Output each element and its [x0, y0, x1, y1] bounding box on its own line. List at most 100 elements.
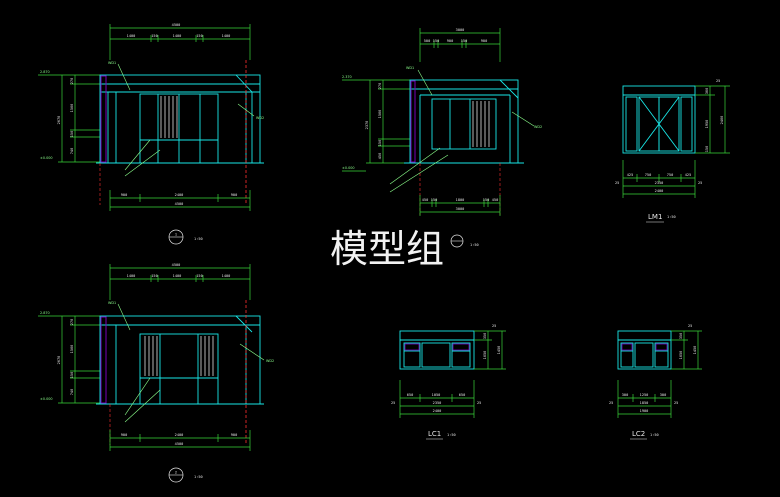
elevation-a-tag-wd2: WD2 — [256, 116, 264, 120]
elevation-a-tag-wd1: WD1 — [108, 61, 116, 65]
elevation-b-height-3: 150 — [378, 140, 382, 147]
elevation-b-height-1: 270 — [378, 83, 382, 90]
lc1-height-2: 1050 — [483, 351, 487, 360]
lc1-seg-2: 1050 — [432, 393, 441, 397]
lc1-title: LC1 — [428, 430, 441, 438]
elevation-a-top-dimensions — [109, 24, 251, 60]
lm1-outline — [622, 85, 696, 154]
lm1-seg-2: 750 — [645, 173, 652, 177]
lm1-edge-left: 25 — [615, 181, 619, 185]
elevation-c-seg-top-3: 1400 — [173, 274, 182, 278]
watermark-bubble — [450, 234, 464, 248]
elevation-c-tag-wd1: WD1 — [108, 301, 116, 305]
elevation-b-top-dimensions — [419, 28, 501, 62]
lc1-scale: 1:50 — [447, 433, 456, 437]
elevation-a-height-2: 1500 — [70, 104, 74, 113]
lc1-edge-right: 25 — [477, 401, 481, 405]
elevation-c-tag-wd2: WD2 — [266, 359, 274, 363]
elevation-c-total-height: 2670 — [57, 356, 61, 365]
elevation-c-bottom-dimensions — [109, 430, 251, 451]
lm1-inner-total: 2350 — [655, 181, 664, 185]
elevation-b-mark-ground: ±0.000 — [342, 166, 355, 170]
elevation-a-mark-ground: ±0.000 — [40, 156, 53, 160]
elevation-b-seg-bottom-1: 450 — [422, 198, 429, 202]
lm1-height-2: 1950 — [705, 120, 709, 129]
elevation-c-leaders — [117, 303, 265, 423]
lc2-seg-2: 1250 — [640, 393, 649, 397]
lc2-edge-left: 25 — [609, 401, 613, 405]
elevation-b-overall-top: 3000 — [456, 28, 465, 32]
elevation-b-purple-frame — [410, 80, 416, 163]
elevation-b-left-dimensions — [342, 79, 410, 172]
lm1-overall: 2400 — [655, 189, 664, 193]
lc2-edge-right: 25 — [674, 401, 678, 405]
lc2-seg-3: 300 — [660, 393, 667, 397]
elevation-c-height-3: 150 — [70, 372, 74, 379]
lc1-inner-total: 2350 — [433, 401, 442, 405]
lm1-total-height: 2400 — [720, 116, 724, 125]
elevation-c-mark-top: 2.870 — [40, 311, 50, 315]
lc1-elevation: 350 1050 1450 25 650 1050 650 2350 2400 … — [391, 324, 506, 440]
elevation-a-left-dimensions — [38, 74, 100, 163]
lc2-edge-top: 25 — [688, 324, 692, 328]
watermark: 模型组 — [330, 227, 444, 271]
elevation-a-total-height: 2670 — [57, 116, 61, 125]
elevation-c-scale: 1:50 — [194, 475, 203, 479]
lc1-seg-3: 650 — [459, 393, 466, 397]
lc1-outline — [399, 330, 475, 370]
elevation-c-height-1: 270 — [70, 319, 74, 326]
elevation-c-seg-top-1: 1400 — [127, 274, 136, 278]
elevation-c-seg-top-2: 150 — [151, 274, 158, 278]
elevation-a-height-1: 270 — [70, 78, 74, 85]
lc2-scale: 1:50 — [650, 433, 659, 437]
elevation-a-seg-top-2: 150 — [151, 34, 158, 38]
lm1-seg-1: 425 — [627, 173, 634, 177]
elevation-b-seg-bottom-3: 1800 — [456, 198, 465, 202]
elevation-b-louver — [470, 101, 492, 147]
lc1-seg-1: 650 — [407, 393, 414, 397]
lm1-elevation: 300 1950 150 2400 25 425 750 750 425 235… — [615, 79, 730, 223]
elevation-a-seg-bottom-1: 900 — [121, 193, 128, 197]
elevation-b-overall-bottom: 3000 — [456, 207, 465, 211]
elevation-a-purple-frame — [100, 75, 107, 163]
elevation-c-top-dimensions — [109, 264, 251, 300]
elevation-b-tag-wd2: WD2 — [534, 125, 542, 129]
elevation-a-seg-bottom-3: 900 — [231, 193, 238, 197]
elevation-c-height-4: 740 — [70, 389, 74, 396]
elevation-c-mark-ground: ±0.000 — [40, 397, 53, 401]
elevation-a-seg-top-1: 1400 — [127, 34, 136, 38]
elevation-a-seg-top-4: 150 — [196, 34, 203, 38]
watermark-scale: 1:50 — [470, 243, 479, 247]
elevation-c-section-no: 2 — [175, 471, 177, 475]
elevation-b-tag-wd1: WD1 — [406, 66, 414, 70]
elevation-b-seg-bottom-2: 150 — [431, 198, 438, 202]
elevation-b-total-height: 2370 — [365, 121, 369, 130]
elevation-b-seg-bottom-4: 150 — [483, 198, 490, 202]
lc1-overall: 2400 — [433, 409, 442, 413]
elevation-a-leaders — [117, 63, 255, 177]
lc2-total-height: 1450 — [693, 346, 697, 355]
elevation-b-seg-top-5: 900 — [481, 39, 488, 43]
lc2-height-2: 1050 — [679, 351, 683, 360]
elevation-a-outline — [96, 74, 264, 164]
lm1-dimensions — [622, 85, 730, 198]
lc1-edge-top: 25 — [492, 324, 496, 328]
lm1-seg-3: 750 — [667, 173, 674, 177]
elevation-b-seg-top-3: 900 — [447, 39, 454, 43]
elevation-a-section-no: 1 — [175, 233, 177, 237]
elevation-b-mark-top: 2.370 — [342, 75, 352, 79]
elevation-b-height-2: 1500 — [378, 110, 382, 119]
elevation-c-section-bubble: 2 — [168, 467, 184, 483]
lc2-outline — [617, 330, 672, 370]
elevation-a-seg-top-5: 1400 — [222, 34, 231, 38]
lm1-seg-4: 425 — [685, 173, 692, 177]
lc2-height-1: 350 — [679, 333, 683, 340]
lc1-height-1: 350 — [483, 333, 487, 340]
elevation-a-overall-top: 4500 — [172, 23, 181, 27]
elevation-c: 4500 1400 150 1400 150 1400 2.870 ±0.000… — [38, 263, 274, 483]
lc2-overall: 1900 — [640, 409, 649, 413]
elevation-b-seg-top-2: 150 — [433, 39, 440, 43]
lm1-edge-right: 25 — [698, 181, 702, 185]
lc2-title: LC2 — [632, 430, 645, 438]
